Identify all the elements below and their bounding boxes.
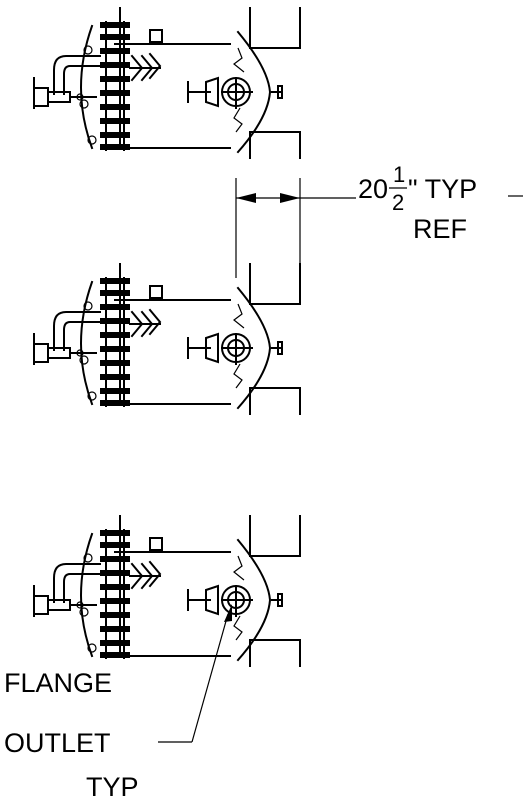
unit-middle [33, 263, 301, 415]
dimension-suffix: " TYP [408, 174, 477, 204]
dimension-annotation: 20 1 2 " TYP REF [235, 162, 523, 278]
flange-outlet-callout: FLANGE OUTLET TYP [4, 604, 232, 802]
dimension-denominator: 2 [392, 190, 404, 215]
dimension-ref: REF [413, 214, 467, 244]
callout-line-3: TYP [86, 772, 139, 802]
callout-line-1: FLANGE [4, 668, 112, 698]
unit-bottom [33, 515, 301, 667]
unit-top [33, 7, 301, 159]
callout-line-2: OUTLET [4, 728, 111, 758]
dimension-whole: 20 [358, 174, 388, 204]
dimension-numerator: 1 [393, 162, 405, 187]
